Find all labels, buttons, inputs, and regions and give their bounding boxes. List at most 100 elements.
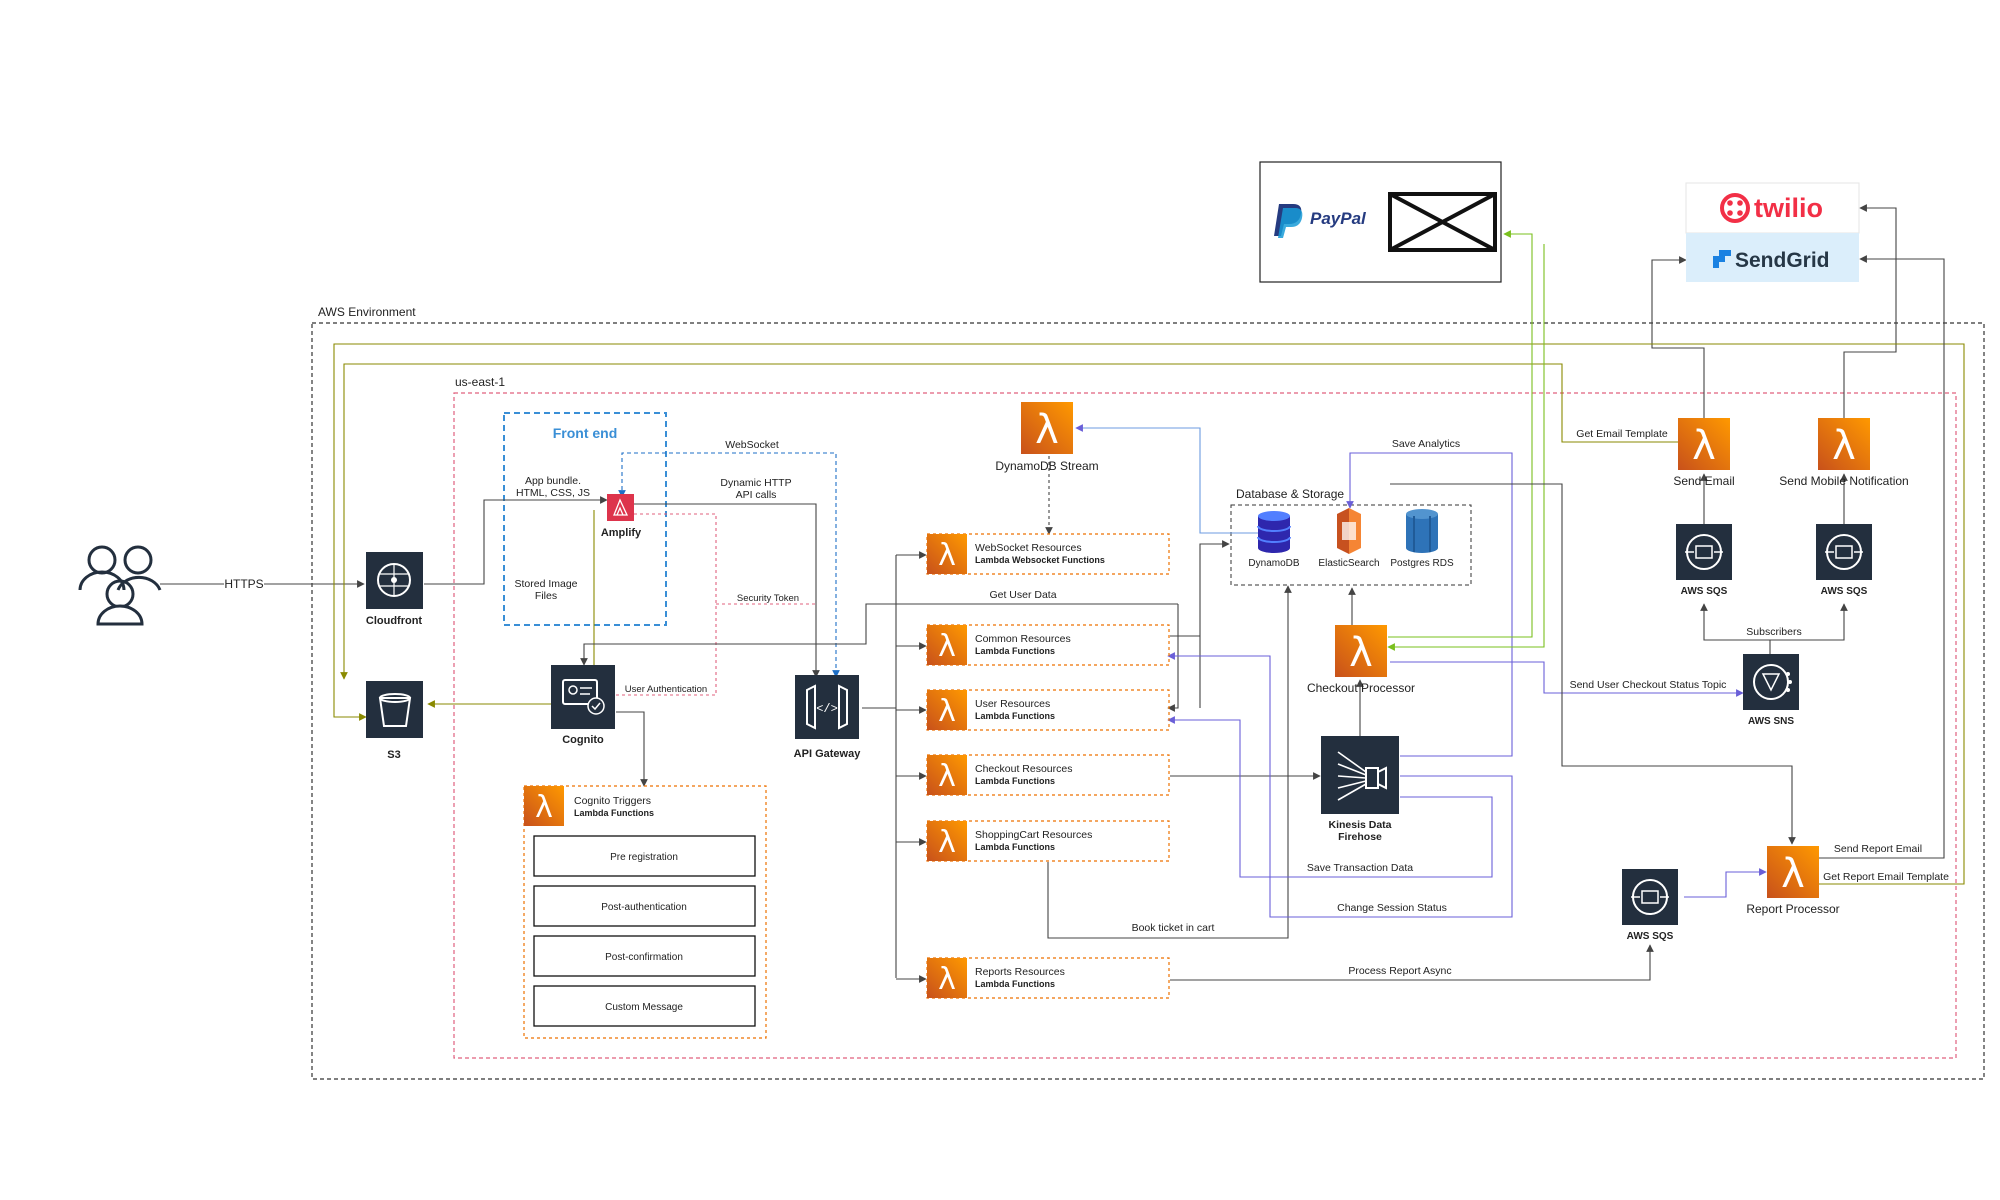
trigger-item[interactable]: Pre registration — [533, 835, 756, 877]
trigger-item[interactable]: Post-authentication — [533, 885, 756, 927]
api-gateway-icon — [795, 675, 859, 739]
cognito-triggers-title: Cognito Triggers — [574, 795, 651, 807]
send-report-email-label: Send Report Email — [1834, 843, 1922, 855]
cloudfront-label: Cloudfront — [366, 615, 423, 627]
edge-db-stream — [1075, 424, 1272, 534]
lambda-title: Checkout Resources — [975, 763, 1072, 775]
api-gateway-node[interactable]: </> API Gateway — [794, 675, 862, 760]
sqs-node-1[interactable]: AWS SQS — [1676, 524, 1732, 597]
amplify-label: Amplify — [601, 527, 642, 539]
amplify-node[interactable]: Amplify — [601, 494, 642, 539]
cognito-icon — [551, 665, 615, 729]
lambda-icon — [1021, 402, 1073, 454]
cognito-node[interactable]: Cognito — [551, 665, 615, 746]
app-bundle-label-2: HTML, CSS, JS — [516, 487, 590, 499]
edge-checkout-sns — [1390, 661, 1744, 697]
lambda-icon — [927, 755, 967, 795]
checkout-processor-node[interactable]: λ Checkout Processor — [1307, 625, 1415, 695]
lambda-subtitle: Lambda Functions — [975, 646, 1055, 656]
postgres-node[interactable]: Postgres RDS — [1390, 509, 1454, 569]
notification-providers: twilio SendGrid — [1685, 182, 1860, 282]
kinesis-label-2: Firehose — [1338, 831, 1382, 843]
trigger-item-box — [533, 935, 756, 977]
report-processor-node[interactable]: λ Report Processor — [1746, 846, 1840, 916]
edge-report-processor — [1390, 483, 1796, 845]
edge-app-bundle — [424, 496, 608, 585]
lambda-subtitle: Lambda Functions — [975, 711, 1055, 721]
edge-save-transaction — [1167, 716, 1493, 878]
twilio-logo: twilio — [1720, 193, 1823, 223]
edge-labels: HTTPS App bundle. HTML, CSS, JS Stored I… — [224, 428, 1949, 977]
sqs-label-1: AWS SQS — [1681, 586, 1728, 597]
edge-websocket — [618, 452, 840, 678]
trigger-item[interactable]: Post-confirmation — [533, 935, 756, 977]
dynamodb-stream-node[interactable]: λ DynamoDB Stream — [995, 402, 1099, 473]
sendgrid-logo: SendGrid — [1713, 249, 1830, 272]
twilio-text: twilio — [1754, 193, 1823, 223]
elasticsearch-label: ElasticSearch — [1318, 558, 1379, 569]
edge-send-email — [1651, 256, 1705, 418]
lambda-title: Common Resources — [975, 633, 1071, 645]
lambda-icon — [927, 625, 967, 665]
front-end-label: Front end — [553, 425, 618, 441]
lambda-icon — [1767, 846, 1819, 898]
user-auth-label: User Authentication — [625, 684, 707, 695]
sqs-node-2[interactable]: AWS SQS — [1816, 524, 1872, 597]
edge-get-report-template — [333, 343, 1965, 885]
dynamodb-label: DynamoDB — [1248, 558, 1299, 569]
change-session-label: Change Session Status — [1337, 902, 1447, 914]
cognito-triggers-box — [523, 785, 767, 1039]
sqs-icon — [1622, 869, 1678, 925]
lambda-icon — [524, 786, 564, 826]
database-storage-label: Database & Storage — [1236, 487, 1344, 501]
sendgrid-text: SendGrid — [1735, 249, 1830, 272]
send-mobile-node[interactable]: λ Send Mobile Notification — [1779, 418, 1909, 488]
trigger-item-label: Pre registration — [610, 852, 678, 863]
edge-user-auth — [616, 513, 717, 696]
sns-node[interactable]: AWS SNS — [1743, 654, 1799, 727]
lambda-icon — [1335, 625, 1387, 677]
kinesis-node[interactable]: Kinesis Data Firehose — [1321, 736, 1399, 843]
lambda-glyph: λ — [938, 694, 956, 729]
process-report-label: Process Report Async — [1348, 965, 1451, 977]
security-token-label: Security Token — [737, 593, 799, 604]
elasticsearch-node[interactable]: ElasticSearch — [1318, 508, 1380, 569]
lambda-subtitle: Lambda Functions — [975, 979, 1055, 989]
sqs-node-3[interactable]: AWS SQS — [1622, 869, 1678, 942]
lambda-icon — [1678, 418, 1730, 470]
dynamic-http-label-2: API calls — [736, 489, 777, 501]
report-processor-label: Report Processor — [1746, 902, 1839, 916]
paypal-logo: PayPal — [1274, 204, 1367, 238]
edge-paypal-1 — [1388, 230, 1533, 638]
sqs-label-2: AWS SQS — [1821, 586, 1868, 597]
cloudfront-node[interactable]: Cloudfront — [366, 552, 423, 627]
lambda-box-border — [926, 624, 1170, 666]
payment-provider-box: PayPal — [1259, 161, 1502, 283]
save-transaction-label: Save Transaction Data — [1307, 862, 1413, 874]
lambda-glyph: λ — [938, 759, 956, 794]
region-group — [453, 392, 1957, 1059]
dynamodb-node[interactable]: DynamoDB — [1248, 511, 1300, 569]
lambda-icon — [927, 958, 967, 998]
stored-images-label-1: Stored Image — [514, 578, 577, 590]
svg-text:λ: λ — [1035, 407, 1059, 453]
s3-node[interactable]: S3 — [366, 681, 423, 761]
edge-send-report-email — [1818, 255, 1945, 859]
lambda-subtitle: Lambda Functions — [975, 842, 1055, 852]
edge-process-report — [1170, 944, 1654, 981]
dynamodb-stream-label: DynamoDB Stream — [995, 459, 1098, 473]
dynamic-http-label-1: Dynamic HTTP — [720, 477, 791, 489]
svg-text:λ: λ — [1832, 423, 1856, 469]
subscribers-label: Subscribers — [1746, 626, 1801, 638]
sqs-label-3: AWS SQS — [1627, 931, 1674, 942]
trigger-list: Pre registrationPost-authenticationPost-… — [533, 835, 756, 1027]
trigger-item[interactable]: Custom Message — [533, 985, 756, 1027]
svg-text:λ: λ — [1692, 423, 1716, 469]
send-email-node[interactable]: λ Send Email — [1673, 418, 1735, 488]
